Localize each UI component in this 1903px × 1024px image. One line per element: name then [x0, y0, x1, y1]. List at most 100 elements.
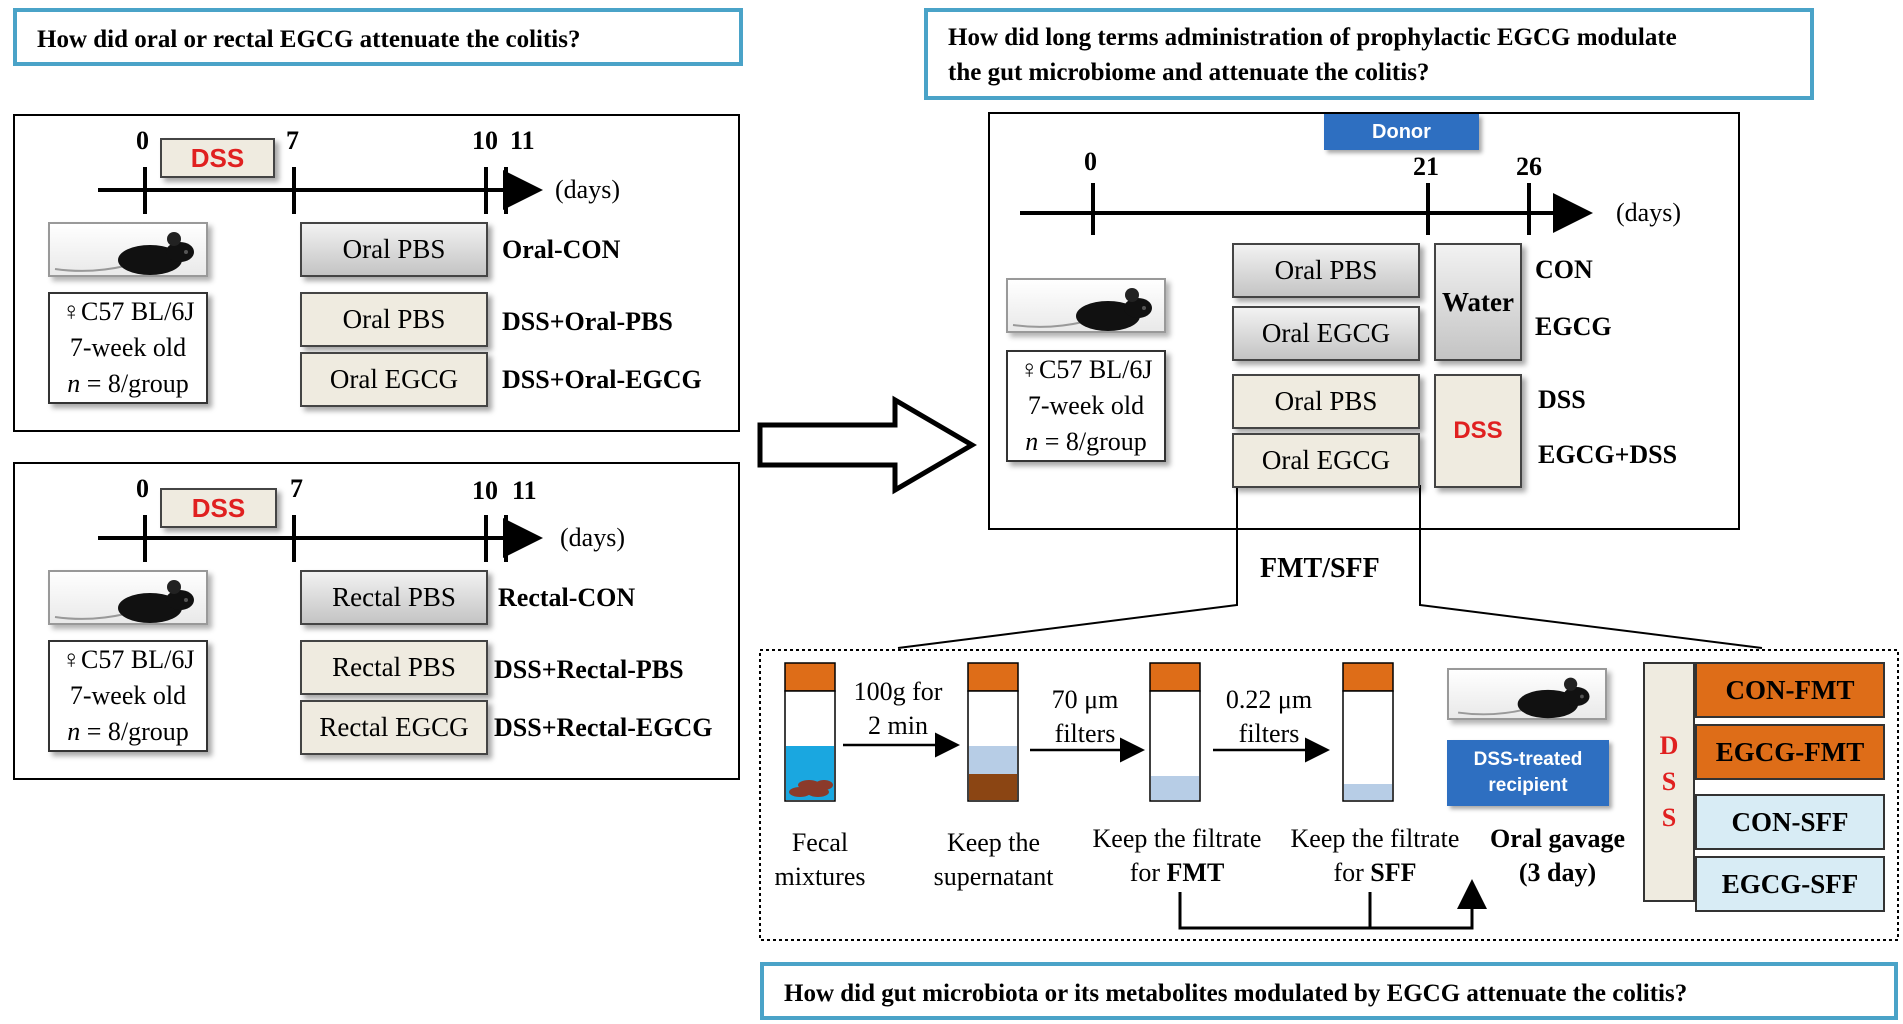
arrow-022um-label: 0.22 μm filters	[1213, 683, 1325, 751]
mouse-info: ♀C57 BL/6J 7-week old n = 8/group	[48, 640, 208, 752]
group-con-fmt: CON-FMT	[1695, 662, 1885, 718]
donor-badge: Donor	[1324, 114, 1479, 150]
mouse-strain: ♀C57 BL/6J	[1019, 355, 1153, 384]
gavage-line: Oral gavage	[1489, 824, 1626, 853]
mouse-icon	[54, 580, 194, 623]
arrow-label-line: filters	[1054, 719, 1116, 748]
dss-period-box: DSS	[160, 488, 277, 528]
treatment-box: Oral PBS	[1232, 243, 1420, 298]
group-label: DSS+Rectal-EGCG	[494, 713, 713, 742]
step-supernatant-caption: Keep the supernatant	[926, 826, 1061, 894]
mouse-icon	[1012, 288, 1152, 331]
mouse-info: ♀C57 BL/6J 7-week old n = 8/group	[48, 292, 208, 404]
group-label: DSS	[1538, 385, 1586, 414]
caption-line: mixtures	[774, 862, 866, 891]
arrow-label-line: 2 min	[868, 711, 928, 740]
caption-bold: FMT	[1166, 858, 1225, 887]
caption-text: for	[1333, 858, 1371, 887]
dss-letter: S	[1661, 803, 1677, 832]
timeline-oral	[98, 167, 543, 214]
panel-long-term	[988, 112, 1740, 530]
mouse-image	[48, 222, 208, 277]
dss-side-box: D S S	[1643, 662, 1695, 902]
arrow-label-line: 0.22 μm	[1225, 685, 1313, 714]
mouse-group-size: n = 8/group	[50, 366, 206, 402]
treatment-box: Oral PBS	[1232, 374, 1420, 429]
mouse-icon	[54, 232, 194, 275]
mouse-age: 7-week old	[69, 681, 187, 710]
tube-fecal	[784, 662, 836, 802]
group-label: EGCG+DSS	[1538, 440, 1678, 469]
group-egcg-fmt: EGCG-FMT	[1695, 724, 1885, 780]
mouse-strain: ♀C57 BL/6J	[61, 297, 195, 326]
arrow-label-line: filters	[1238, 719, 1300, 748]
question-long-term: How did long terms administration of pro…	[924, 8, 1814, 100]
group-label: DSS+Oral-EGCG	[502, 365, 702, 394]
group-label: Oral-CON	[502, 235, 621, 264]
tick-0: 0	[136, 126, 149, 155]
question-text: How did gut microbiota or its metabolite…	[784, 980, 1688, 1007]
group-label: Rectal-CON	[498, 583, 636, 612]
tick-26: 26	[1516, 152, 1542, 181]
question-text: How did oral or rectal EGCG attenuate th…	[37, 26, 581, 53]
group-label: EGCG	[1535, 312, 1612, 341]
tube-sff	[1342, 662, 1394, 802]
tick-21: 21	[1413, 152, 1439, 181]
question-text-line2: the gut microbiome and attenuate the col…	[948, 59, 1430, 86]
water-box: Water	[1434, 243, 1522, 361]
question-oral-rectal: How did oral or rectal EGCG attenuate th…	[13, 8, 743, 66]
days-label: (days)	[1616, 198, 1681, 227]
caption-line: Keep the	[946, 828, 1041, 857]
recipient-line: recipient	[1488, 775, 1568, 796]
fmt-sff-title: FMT/SFF	[1260, 553, 1380, 584]
tick-0: 0	[1084, 147, 1097, 176]
dss-letter: D	[1659, 731, 1679, 760]
recipient-line: DSS-treated	[1473, 749, 1583, 770]
tick-10: 10	[472, 126, 498, 155]
n-symbol: n	[67, 717, 81, 746]
group-egcg-sff: EGCG-SFF	[1695, 856, 1885, 912]
mouse-image	[1447, 668, 1607, 720]
caption-line: supernatant	[933, 862, 1054, 891]
group-size-text: = 8/group	[1038, 427, 1147, 456]
gavage-line: (3 day)	[1518, 858, 1597, 887]
treatment-box: Oral EGCG	[1232, 433, 1420, 488]
group-size-text: = 8/group	[80, 369, 189, 398]
recipient-badge: DSS-treated recipient	[1447, 740, 1609, 806]
tube-fmt	[1149, 662, 1201, 802]
step-sff-caption: Keep the filtrate for SFF	[1280, 822, 1470, 890]
tick-7: 7	[286, 126, 299, 155]
group-label: DSS+Oral-PBS	[502, 307, 673, 336]
tick-11: 11	[512, 476, 537, 505]
arrow-label-line: 100g for	[853, 677, 943, 706]
mouse-image	[1006, 278, 1166, 333]
treatment-box: Oral PBS	[300, 222, 488, 277]
arrow-label-line: 70 μm	[1051, 685, 1119, 714]
panel-rectal	[13, 462, 740, 780]
caption-line: Keep the filtrate	[1092, 824, 1262, 853]
treatment-box: Oral PBS	[300, 292, 488, 347]
dss-letter: S	[1661, 767, 1677, 796]
tick-7: 7	[290, 474, 303, 503]
tick-10: 10	[472, 476, 498, 505]
mouse-image	[48, 570, 208, 625]
mouse-age: 7-week old	[1027, 391, 1145, 420]
treatment-box: Rectal PBS	[300, 570, 488, 625]
dss-box: DSS	[1434, 374, 1522, 488]
caption-line: Keep the filtrate	[1290, 824, 1460, 853]
big-arrow	[757, 395, 977, 495]
caption-text: for	[1129, 858, 1167, 887]
treatment-box: Rectal PBS	[300, 640, 488, 695]
caption-bold: SFF	[1370, 858, 1417, 887]
treatment-box: Rectal EGCG	[300, 700, 488, 755]
days-label: (days)	[555, 175, 620, 204]
group-con-sff: CON-SFF	[1695, 794, 1885, 850]
mouse-age: 7-week old	[69, 333, 187, 362]
days-label: (days)	[560, 523, 625, 552]
tube-supernatant	[967, 662, 1019, 802]
question-microbiota: How did gut microbiota or its metabolite…	[760, 962, 1898, 1020]
dss-period-box: DSS	[160, 138, 275, 178]
question-text-line1: How did long terms administration of pro…	[948, 24, 1677, 51]
group-size-text: = 8/group	[80, 717, 189, 746]
